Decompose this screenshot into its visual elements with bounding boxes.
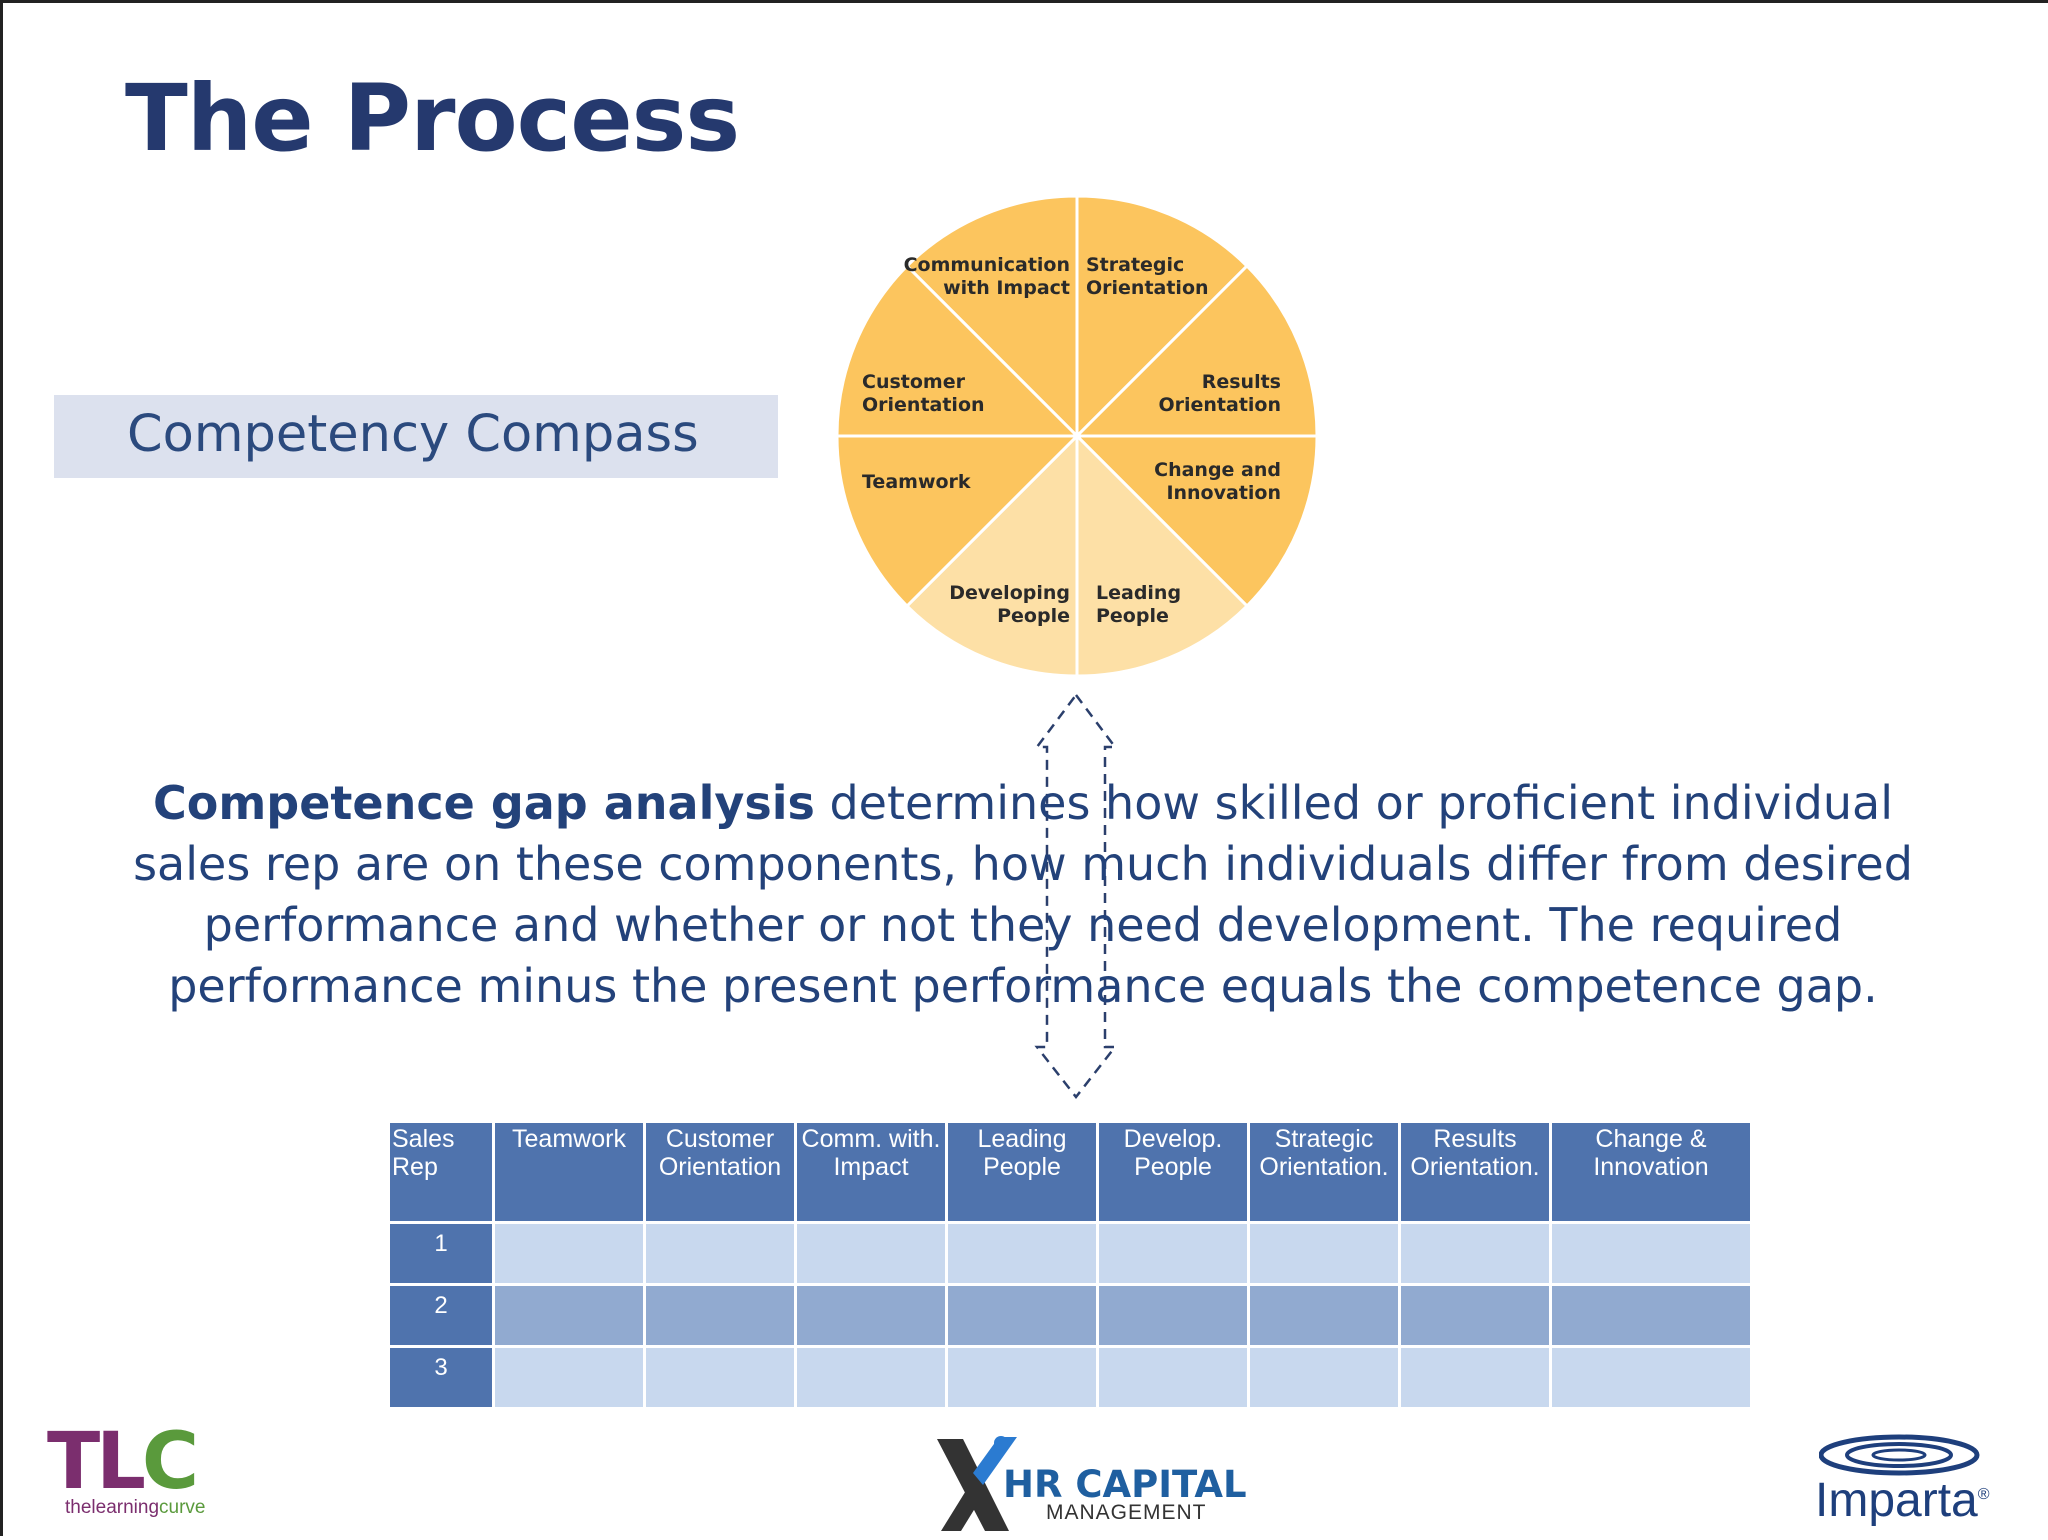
table-header: Teamwork [495, 1123, 643, 1221]
tlc-logo-mark: TL [47, 1417, 146, 1507]
table-cell[interactable] [948, 1224, 1096, 1283]
table-cell[interactable] [1099, 1348, 1247, 1407]
compass-label: Communication [904, 254, 1070, 276]
compass-segment-communication [904, 194, 1079, 440]
tlc-logo-mark-c: C [141, 1417, 199, 1507]
table-cell[interactable] [495, 1286, 643, 1345]
table-cell[interactable] [1552, 1224, 1750, 1283]
imparta-name: Imparta® [1815, 1473, 1990, 1528]
table-cell[interactable] [1099, 1224, 1247, 1283]
table-cell[interactable] [948, 1286, 1096, 1345]
table-header: Develop. People [1099, 1123, 1247, 1221]
compass-label: Teamwork [862, 471, 971, 493]
table-cell[interactable] [797, 1286, 945, 1345]
compass-label: Orientation [1086, 277, 1209, 299]
table-cell[interactable] [1401, 1348, 1549, 1407]
table-cell[interactable] [797, 1224, 945, 1283]
table-header: Comm. with. Impact [797, 1123, 945, 1221]
tlc-logo: TLC thelearningcurve [47, 1423, 206, 1519]
paragraph-bold: Competence gap analysis [153, 776, 815, 830]
table-row: 2 [390, 1286, 1750, 1345]
imparta-registered: ® [1977, 1486, 1990, 1503]
imparta-swirl-icon [1819, 1434, 1980, 1476]
paragraph-text: determines how skilled or proficient ind… [133, 776, 1913, 1013]
competency-table: Sales Rep Teamwork Customer Orientation … [387, 1120, 1753, 1410]
imparta-wordmark: Imparta [1815, 1474, 1978, 1527]
table-row: 1 [390, 1224, 1750, 1283]
compass-label: Orientation [1158, 394, 1281, 416]
compass-segment-leading [1075, 432, 1250, 678]
row-number: 2 [390, 1286, 492, 1345]
hr-capital-logo: HR CAPITAL MANAGEMENT [933, 1431, 1247, 1540]
hr-capital-name: HR CAPITAL [1003, 1463, 1247, 1506]
table-cell[interactable] [1250, 1224, 1398, 1283]
table-row: 3 [390, 1348, 1750, 1407]
table-cell[interactable] [1552, 1348, 1750, 1407]
compass-label: Innovation [1166, 482, 1281, 504]
gap-analysis-paragraph: Competence gap analysis determines how s… [123, 773, 1923, 1017]
table-header: Change & Innovation [1552, 1123, 1750, 1221]
compass-label: Strategic [1086, 254, 1184, 276]
compass-segment-strategic [1075, 194, 1250, 440]
table-cell[interactable] [1401, 1286, 1549, 1345]
table-cell[interactable] [948, 1348, 1096, 1407]
table-header: Customer Orientation [646, 1123, 794, 1221]
table-cell[interactable] [495, 1224, 643, 1283]
compass-segment-results [1073, 263, 1319, 438]
row-number: 3 [390, 1348, 492, 1407]
table-cell[interactable] [646, 1348, 794, 1407]
tlc-tagline-end: curve [159, 1497, 206, 1518]
double-arrow-icon [1034, 692, 1118, 1100]
compass-label: with Impact [943, 277, 1070, 299]
compass-label: Orientation [862, 394, 985, 416]
compass-segment-teamwork [835, 434, 1081, 609]
table-cell[interactable] [646, 1224, 794, 1283]
table-header-row: Sales Rep Teamwork Customer Orientation … [390, 1123, 1750, 1221]
compass-label: Customer [862, 371, 966, 393]
competency-compass: Communication with Impact Strategic Orie… [835, 194, 1319, 678]
table-header: Leading People [948, 1123, 1096, 1221]
table-cell[interactable] [1250, 1348, 1398, 1407]
compass-label: People [997, 605, 1070, 627]
hr-capital-x-icon [937, 1436, 1017, 1531]
compass-label: Leading [1096, 582, 1181, 604]
table-cell[interactable] [1552, 1286, 1750, 1345]
table-header: Strategic Orientation. [1250, 1123, 1398, 1221]
table-cell[interactable] [797, 1348, 945, 1407]
table-header: Sales Rep [390, 1123, 492, 1221]
table-cell[interactable] [1250, 1286, 1398, 1345]
compass-segment-customer [835, 263, 1081, 438]
section-label: Competency Compass [127, 405, 699, 464]
tlc-tagline: thelearning [65, 1497, 160, 1518]
table-header: Results Orientation. [1401, 1123, 1549, 1221]
row-number: 1 [390, 1224, 492, 1283]
table-cell[interactable] [1401, 1224, 1549, 1283]
compass-segment-developing [904, 432, 1079, 678]
table-cell[interactable] [1099, 1286, 1247, 1345]
compass-label: Results [1202, 371, 1281, 393]
table-cell[interactable] [495, 1348, 643, 1407]
compass-label: Developing [949, 582, 1070, 604]
page-title: The Process [125, 65, 740, 172]
section-label-box: Competency Compass [54, 395, 778, 478]
compass-segment-change [1073, 434, 1319, 609]
compass-label: Change and [1154, 459, 1281, 481]
compass-label: People [1096, 605, 1169, 627]
table-cell[interactable] [646, 1286, 794, 1345]
hr-capital-sub: MANAGEMENT [1046, 1501, 1207, 1524]
